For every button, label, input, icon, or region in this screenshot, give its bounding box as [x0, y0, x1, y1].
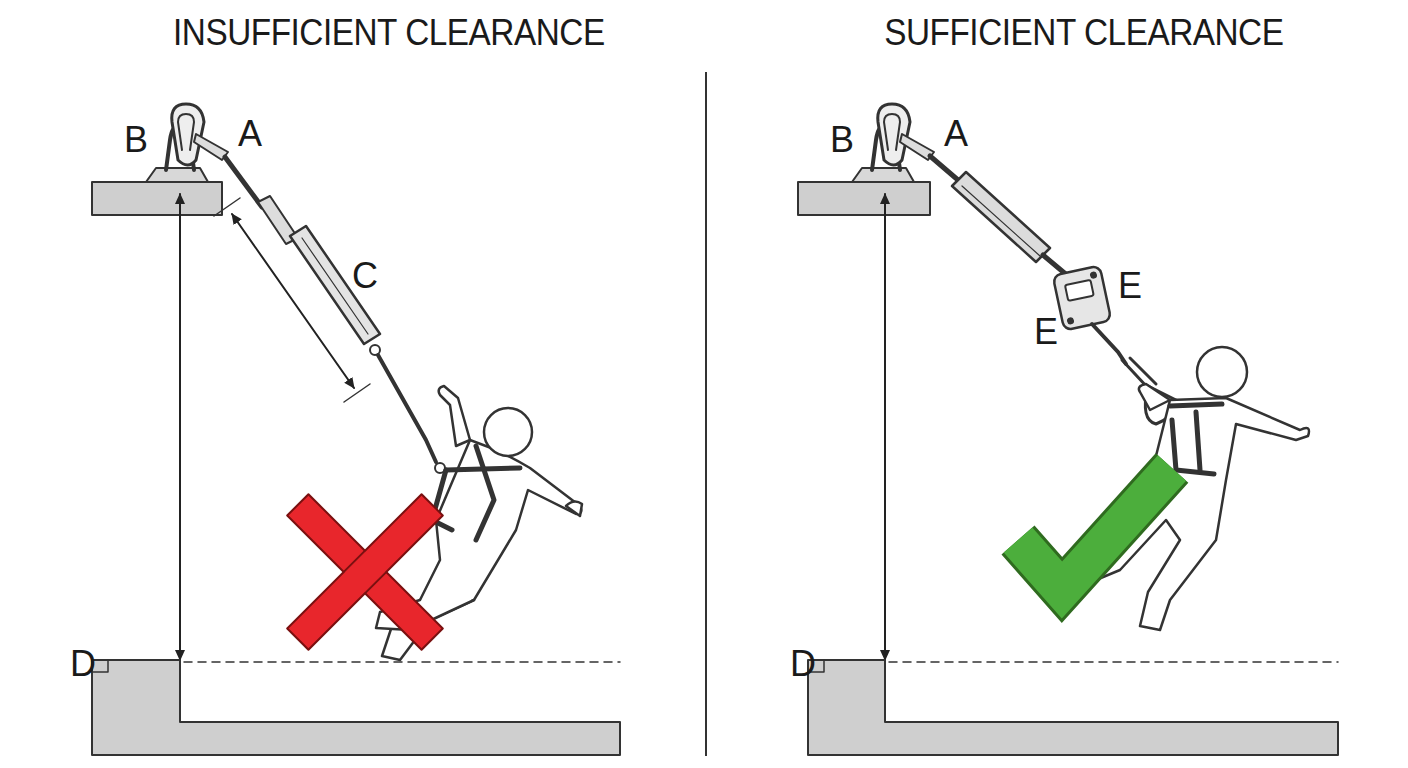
right-scene [798, 104, 1338, 755]
part-letter: D [70, 646, 96, 682]
panel-heading: INSUFFICIENT CLEARANCE [173, 14, 605, 51]
part-letter: E [1034, 314, 1058, 350]
left-scene [92, 104, 620, 755]
panel-heading: SUFFICIENT CLEARANCE [885, 14, 1284, 51]
part-letter: B [830, 122, 854, 158]
part-letter: C [352, 258, 378, 294]
part-letter: A [944, 116, 968, 152]
part-letter: B [124, 122, 148, 158]
part-letter: D [790, 646, 816, 682]
part-letter: E [1118, 268, 1142, 304]
part-letter: A [238, 116, 262, 152]
